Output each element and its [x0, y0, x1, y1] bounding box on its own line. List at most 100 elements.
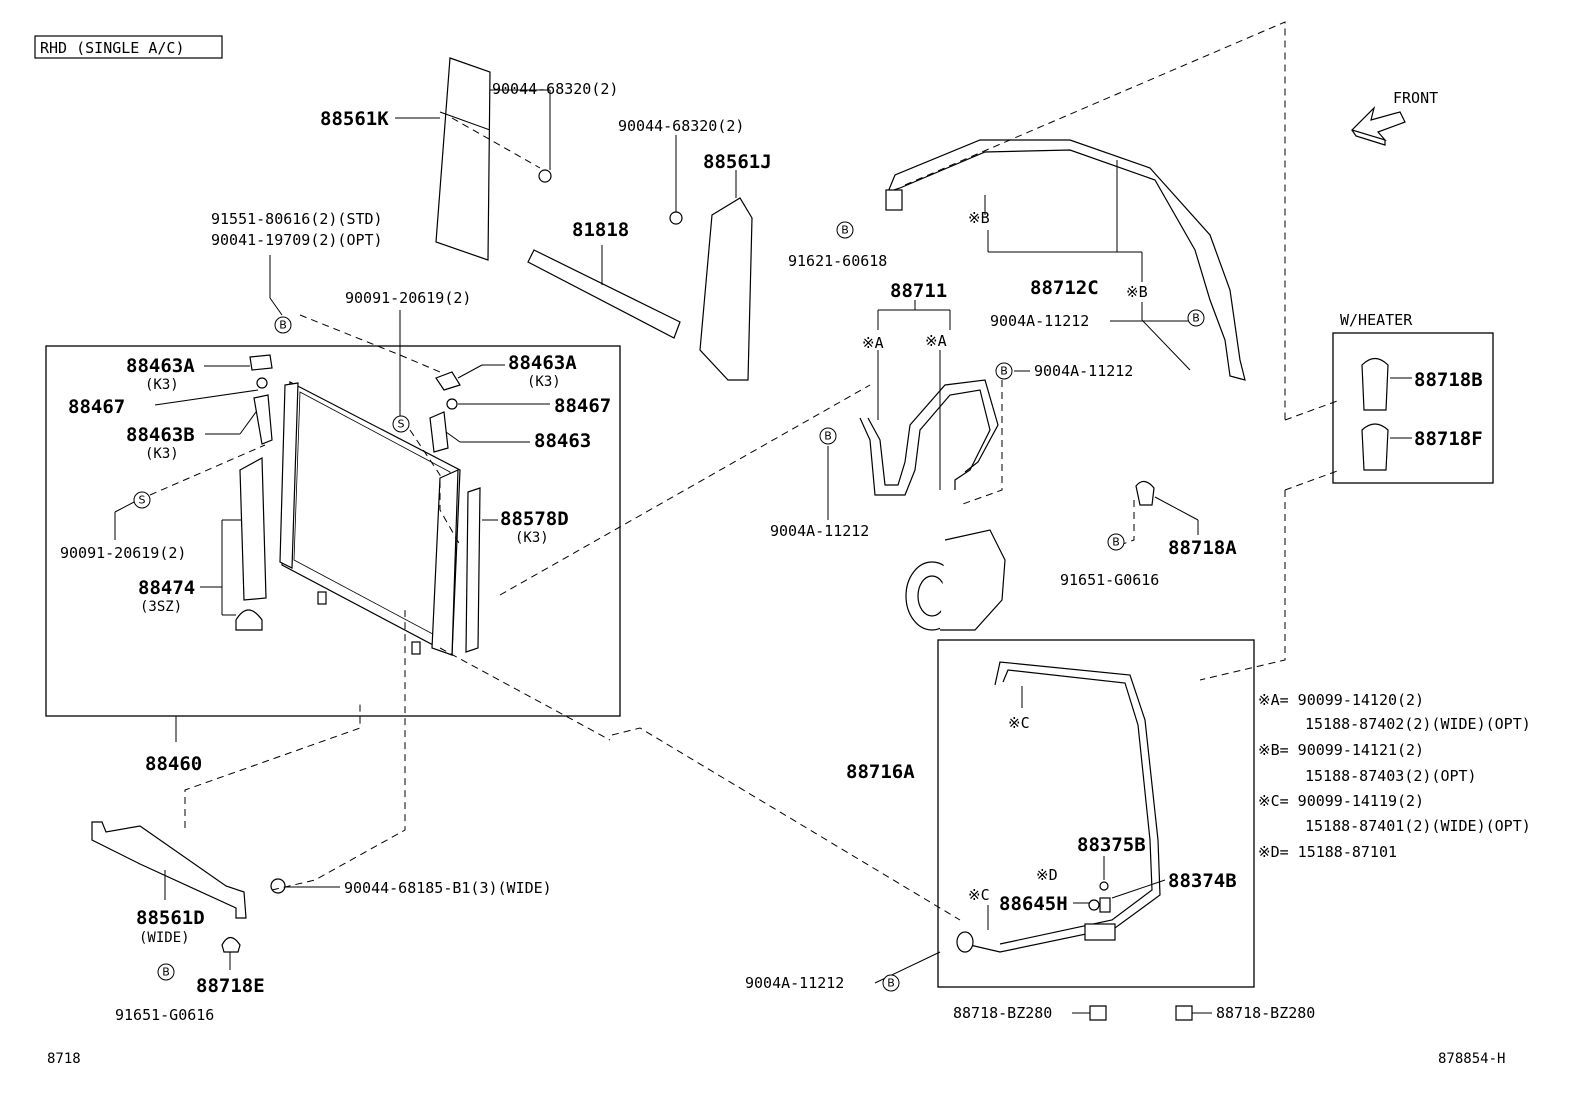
valve-88374B	[1099, 897, 1111, 913]
part-81818[interactable]: 81818	[572, 219, 629, 241]
part-88718B[interactable]: 88718B	[1414, 369, 1483, 391]
part-90091-20619-top[interactable]: 90091-20619(2)	[345, 289, 471, 307]
compressor	[905, 529, 1006, 631]
discharge-hose-88712C	[885, 139, 1246, 381]
note-a-line-2: 15188-87402(2)(WIDE)(OPT)	[1305, 715, 1531, 733]
part-88375B[interactable]: 88375B	[1077, 834, 1146, 856]
marker-s-2: S	[133, 491, 151, 509]
part-9004A-11212-2[interactable]: 9004A-11212	[1034, 362, 1133, 380]
part-88463A-right-note: (K3)	[527, 374, 561, 390]
bracket-88463A-left	[249, 354, 273, 371]
part-88474[interactable]: 88474	[138, 577, 195, 599]
part-88561J[interactable]: 88561J	[703, 151, 772, 173]
seal-81818	[527, 249, 681, 339]
marker-xd: ※D	[1036, 866, 1058, 884]
front-label: FRONT	[1393, 89, 1438, 107]
notes-legend: ※A= 90099-14120(2) 15188-87402(2)(WIDE)(…	[1258, 691, 1531, 861]
footer-right-code: 878854-H	[1438, 1051, 1505, 1067]
part-9004A-11212-4[interactable]: 9004A-11212	[745, 974, 844, 992]
note-a-line-1: ※A= 90099-14120(2)	[1258, 691, 1424, 709]
bracket-88463	[429, 411, 449, 453]
part-88467-left[interactable]: 88467	[68, 396, 125, 418]
part-88712C[interactable]: 88712C	[1030, 277, 1099, 299]
part-9004A-11212-3[interactable]: 9004A-11212	[770, 522, 869, 540]
part-91551-80616[interactable]: 91551-80616(2)(STD)	[211, 210, 383, 228]
marker-xb-1: ※B	[968, 209, 990, 227]
part-88463A-right[interactable]: 88463A	[508, 352, 577, 374]
marker-b-7: B	[1107, 533, 1125, 551]
grommet-88467-left	[256, 377, 268, 389]
seal-88474	[239, 457, 267, 601]
marker-xc-2: ※C	[968, 886, 990, 904]
cushion-88474	[235, 609, 263, 631]
w-heater-label: W/HEATER	[1340, 311, 1413, 329]
w-heater-box	[1332, 332, 1494, 484]
variant-label: RHD (SINGLE A/C)	[40, 39, 185, 57]
part-88718A[interactable]: 88718A	[1168, 537, 1237, 559]
part-90044-68320-left[interactable]: 90044-68320(2)	[492, 80, 618, 98]
part-88645H[interactable]: 88645H	[999, 893, 1068, 915]
part-88374B[interactable]: 88374B	[1168, 870, 1237, 892]
part-90091-20619-bottom[interactable]: 90091-20619(2)	[60, 544, 186, 562]
svg-text:B: B	[162, 966, 170, 979]
seal-88561J	[699, 197, 753, 381]
part-88463A-left-note: (K3)	[145, 377, 179, 393]
svg-text:B: B	[841, 224, 849, 237]
part-88463B-note: (K3)	[145, 446, 179, 462]
part-91651-G0616-left[interactable]: 91651-G0616	[115, 1006, 214, 1024]
part-90041-19709[interactable]: 90041-19709(2)(OPT)	[211, 231, 383, 249]
marker-b-8: B	[882, 974, 900, 992]
part-88561K[interactable]: 88561K	[320, 108, 389, 130]
note-b-line-1: ※B= 90099-14121(2)	[1258, 741, 1424, 759]
part-88718-BZ280-left[interactable]: 88718-BZ280	[953, 1004, 1052, 1022]
part-88463[interactable]: 88463	[534, 430, 591, 452]
footer-left-code: 8718	[47, 1051, 81, 1067]
liquid-pipe-88716A-box	[937, 639, 1255, 988]
bolt-90044-68320-right	[669, 211, 683, 225]
marker-xb-2: ※B	[1126, 283, 1148, 301]
part-88561D-note: (WIDE)	[139, 930, 190, 946]
bolt-90044-68320-left	[538, 169, 552, 183]
clamp-88718A	[1135, 480, 1155, 506]
clamp-88718F	[1361, 423, 1389, 471]
marker-b-6: B	[819, 427, 837, 445]
part-88718F[interactable]: 88718F	[1414, 428, 1483, 450]
part-88561D[interactable]: 88561D	[136, 907, 205, 929]
marker-b-2: B	[157, 963, 175, 981]
part-91621-60618[interactable]: 91621-60618	[788, 252, 887, 270]
marker-b-5: B	[995, 362, 1013, 380]
svg-text:S: S	[398, 418, 405, 431]
marker-b-3: B	[836, 221, 854, 239]
part-88578D[interactable]: 88578D	[500, 508, 569, 530]
valve-88375B	[1099, 881, 1109, 891]
part-88463B[interactable]: 88463B	[126, 424, 195, 446]
baffle-88578D	[465, 487, 481, 653]
svg-text:B: B	[1000, 365, 1008, 378]
part-90044-68185-B1[interactable]: 90044-68185-B1(3)(WIDE)	[344, 879, 552, 897]
part-88467-right[interactable]: 88467	[554, 395, 611, 417]
bolt-90044-68185	[270, 878, 286, 894]
variant-label-box	[34, 35, 223, 59]
marker-xa-2: ※A	[925, 332, 947, 350]
seal-88561K	[435, 57, 491, 261]
part-88718E[interactable]: 88718E	[196, 975, 265, 997]
part-88711[interactable]: 88711	[890, 280, 947, 302]
marker-s-1: S	[392, 415, 410, 433]
part-90044-68320-right[interactable]: 90044-68320(2)	[618, 117, 744, 135]
bracket-88463B	[253, 394, 273, 445]
part-9004A-11212-1[interactable]: 9004A-11212	[990, 312, 1089, 330]
clamp-88718B	[1361, 357, 1389, 411]
part-88716A[interactable]: 88716A	[846, 761, 915, 783]
part-88718-BZ280-right[interactable]: 88718-BZ280	[1216, 1004, 1315, 1022]
note-c-line-1: ※C= 90099-14119(2)	[1258, 792, 1424, 810]
marker-b-4: B	[1187, 309, 1205, 327]
part-88463A-left[interactable]: 88463A	[126, 355, 195, 377]
part-91651-G0616-right[interactable]: 91651-G0616	[1060, 571, 1159, 589]
part-88460[interactable]: 88460	[145, 753, 202, 775]
part-88578D-note: (K3)	[515, 530, 549, 546]
marker-xc-1: ※C	[1008, 714, 1030, 732]
marker-b-1: B	[274, 316, 292, 334]
suction-hose-88711	[859, 379, 999, 496]
front-arrow-icon	[1350, 106, 1406, 146]
